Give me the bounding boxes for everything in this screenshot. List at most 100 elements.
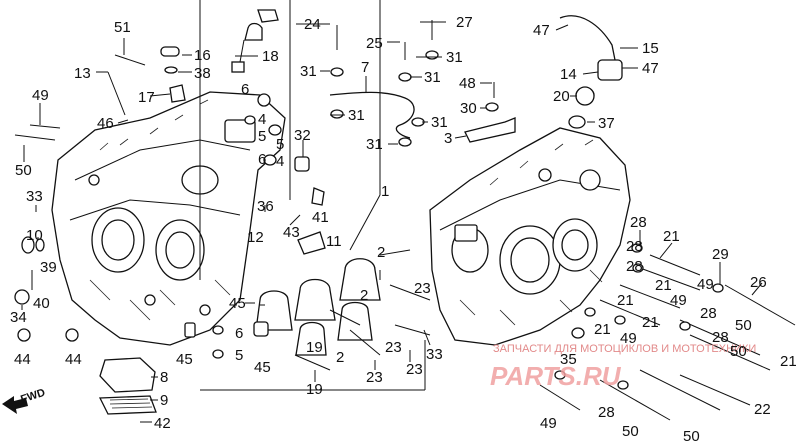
callout-31-a: 31: [446, 49, 463, 66]
callout-5-a: 5: [258, 128, 266, 145]
callout-28-c: 28: [626, 258, 643, 275]
callout-31-f: 31: [366, 136, 383, 153]
callout-44-a: 44: [14, 351, 31, 368]
callout-49-d: 49: [620, 330, 637, 347]
callout-38: 38: [194, 65, 211, 82]
callout-28-b: 28: [626, 238, 643, 255]
callout-51: 51: [114, 19, 131, 36]
left-crankcase: [51, 91, 286, 346]
callout-28-e: 28: [712, 329, 729, 346]
callout-23-a: 23: [414, 280, 431, 297]
callout-20: 20: [553, 88, 570, 105]
callout-5-b: 5: [276, 136, 284, 153]
sensor: [244, 9, 279, 41]
callout-labels: 51 16 38 13 17 18 24 27 25 31 31 7 31 48…: [10, 14, 797, 445]
callout-24: 24: [304, 16, 321, 33]
callout-21-b: 21: [655, 277, 672, 294]
callout-23-d: 23: [406, 361, 423, 378]
callout-21-f: 21: [780, 353, 797, 370]
callout-9: 9: [160, 392, 168, 409]
callout-21-d: 21: [642, 314, 659, 331]
callout-30: 30: [460, 100, 477, 117]
callout-50-d: 50: [622, 423, 639, 440]
callout-6-b: 6: [258, 151, 266, 168]
callout-12: 12: [247, 229, 264, 246]
callout-42: 42: [154, 415, 171, 432]
watermark: ЗАПЧАСТИ ДЛЯ МОТОЦИКЛОВ И МОТОТЕХНИКИ PA…: [490, 343, 756, 391]
breather-joint: [597, 59, 623, 81]
callout-23-c: 23: [366, 369, 383, 386]
callout-18: 18: [262, 48, 279, 65]
callout-28-a: 28: [630, 214, 647, 231]
callout-28-d: 28: [700, 305, 717, 322]
callout-50-b: 50: [735, 317, 752, 334]
callout-13: 13: [74, 65, 91, 82]
bearing-caps: [253, 258, 381, 356]
callout-37: 37: [598, 115, 615, 132]
callout-44-b: 44: [65, 351, 82, 368]
callout-49-a: 49: [32, 87, 49, 104]
callout-1: 1: [381, 183, 389, 200]
callout-50-e: 50: [683, 428, 700, 445]
callout-49-b: 49: [697, 276, 714, 293]
callout-31-d: 31: [348, 107, 365, 124]
callout-5-c: 5: [235, 347, 243, 364]
callout-26: 26: [750, 274, 767, 291]
callout-14: 14: [560, 66, 577, 83]
callout-28-f: 28: [598, 404, 615, 421]
callout-6-c: 6: [235, 325, 243, 342]
bracket: [464, 117, 516, 143]
callout-4-a: 4: [258, 111, 266, 128]
callout-29: 29: [712, 246, 729, 263]
fasteners: [14, 20, 796, 421]
callout-41: 41: [312, 209, 329, 226]
callout-19-a: 19: [306, 339, 323, 356]
callout-11: 11: [326, 233, 342, 250]
callout-45-a: 45: [229, 295, 246, 312]
callout-45-b: 45: [176, 351, 193, 368]
callout-50-c: 50: [730, 343, 747, 360]
callout-25: 25: [366, 35, 383, 52]
callout-33-b: 33: [426, 346, 443, 363]
callout-47-a: 47: [533, 22, 550, 39]
callout-2-a: 2: [377, 244, 385, 261]
callout-3: 3: [444, 130, 452, 147]
callout-46: 46: [97, 115, 114, 132]
callout-43: 43: [283, 224, 300, 241]
callout-40: 40: [33, 295, 50, 312]
fwd-label: FWD: [19, 387, 47, 406]
watermark-brand: PARTS.RU: [490, 361, 622, 391]
callout-45-c: 45: [254, 359, 271, 376]
oil-strainer: [98, 357, 157, 415]
callout-15: 15: [642, 40, 659, 57]
callout-33-a: 33: [26, 188, 43, 205]
callout-16: 16: [194, 47, 211, 64]
callout-36: 36: [257, 198, 274, 215]
callout-21-c: 21: [617, 292, 634, 309]
callout-48: 48: [459, 75, 476, 92]
callout-4-b: 4: [276, 153, 284, 170]
callout-31-c: 31: [424, 69, 441, 86]
leader-lines: [21, 0, 763, 423]
callout-32: 32: [294, 127, 311, 144]
forward-arrow: FWD: [2, 387, 47, 414]
callout-7: 7: [361, 59, 369, 76]
oil-pipe-2: [559, 15, 616, 61]
callout-10: 10: [26, 227, 43, 244]
callout-6-a: 6: [241, 81, 249, 98]
callout-8: 8: [160, 369, 168, 386]
callout-49-e: 49: [540, 415, 557, 432]
callout-22: 22: [754, 401, 771, 418]
callout-47-b: 47: [642, 60, 659, 77]
callout-31-b: 31: [300, 63, 317, 80]
callout-21-e: 21: [594, 321, 611, 338]
callout-21-a: 21: [663, 228, 680, 245]
callout-19-b: 19: [306, 381, 323, 398]
watermark-caption: ЗАПЧАСТИ ДЛЯ МОТОЦИКЛОВ И МОТОТЕХНИКИ: [493, 343, 756, 355]
callout-49-c: 49: [670, 292, 687, 309]
callout-2-b: 2: [360, 287, 368, 304]
callout-35: 35: [560, 351, 577, 368]
right-crankcase: [429, 127, 631, 346]
oil-pipe: [329, 91, 415, 139]
